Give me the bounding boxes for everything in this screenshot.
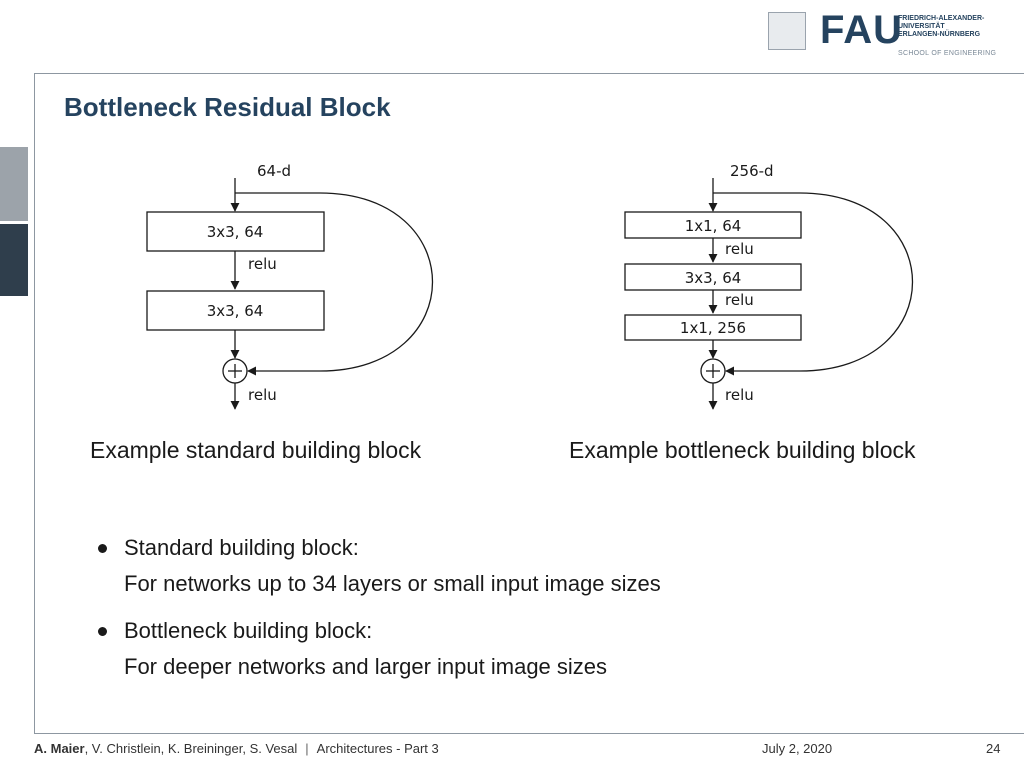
bullet-item: Bottleneck building block: For deeper ne… <box>96 613 661 685</box>
layer-label: 3x3, 64 <box>685 269 742 287</box>
input-dim-label: 256-d <box>730 162 774 180</box>
frame-left-rule <box>34 73 35 734</box>
layer-box <box>624 314 802 341</box>
lecture-name: Architectures - Part 3 <box>316 741 439 756</box>
bullet-dot <box>98 627 107 636</box>
bullet-dot <box>98 544 107 553</box>
bullet-detail: For networks up to 34 layers or small in… <box>124 571 661 596</box>
lead-author: A. Maier <box>34 741 85 756</box>
side-tab-light <box>0 147 28 221</box>
footer-date: July 2, 2020 <box>762 741 833 756</box>
university-line: ERLANGEN-NÜRNBERG <box>898 31 981 38</box>
relu-label: relu <box>248 386 277 404</box>
relu-label: relu <box>248 255 277 273</box>
footer-authors: A. Maier, V. Christlein, K. Breininger, … <box>34 741 439 756</box>
bottleneck-block-labels: 256-d 1x1, 64 relu 3x3, 64 relu 1x1, 256… <box>680 162 774 404</box>
bullet-list: Standard building block: For networks up… <box>96 530 661 696</box>
page-number: 24 <box>986 741 1001 756</box>
bottleneck-block-diagram <box>624 178 914 410</box>
layer-label: 3x3, 64 <box>207 302 264 320</box>
university-line: UNIVERSITÄT <box>898 23 945 30</box>
bottleneck-block-caption: Example bottleneck building block <box>569 437 916 463</box>
bullet-detail: For deeper networks and larger input ima… <box>124 654 608 679</box>
university-name: FRIEDRICH-ALEXANDER- UNIVERSITÄT ERLANGE… <box>898 15 1008 39</box>
frame-top-rule <box>34 73 1024 74</box>
layer-box <box>624 263 802 291</box>
input-dim-label: 64-d <box>257 162 291 180</box>
side-tab-dark <box>0 224 28 296</box>
school-name: SCHOOL OF ENGINEERING <box>898 50 997 57</box>
skip-connection <box>235 192 434 376</box>
frame-bottom-rule <box>34 733 1024 734</box>
university-line: FRIEDRICH-ALEXANDER- <box>898 15 985 22</box>
layer-box <box>146 211 325 252</box>
layer-box <box>624 211 802 239</box>
coauthors: , V. Christlein, K. Breininger, S. Vesal <box>84 741 298 756</box>
bullet-item: Standard building block: For networks up… <box>96 530 661 602</box>
fau-logo: FAU <box>820 8 903 52</box>
standard-block-caption: Example standard building block <box>90 437 422 463</box>
relu-label: relu <box>725 386 754 404</box>
skip-connection <box>713 192 914 376</box>
relu-label: relu <box>725 291 754 309</box>
layer-label: 1x1, 256 <box>680 319 746 337</box>
residual-block-diagrams: 64-d 3x3, 64 relu 3x3, 64 relu 256-d 1x1… <box>146 162 914 410</box>
footer-separator: | <box>305 741 309 756</box>
layer-label: 1x1, 64 <box>685 217 742 235</box>
slide-title: Bottleneck Residual Block <box>64 92 391 122</box>
standard-block-labels: 64-d 3x3, 64 relu 3x3, 64 relu <box>207 162 291 404</box>
standard-block-diagram <box>146 178 434 410</box>
bullet-heading: Standard building block: <box>124 535 359 560</box>
relu-label: relu <box>725 240 754 258</box>
university-seal-logo <box>768 12 806 50</box>
layer-label: 3x3, 64 <box>207 223 264 241</box>
bullet-heading: Bottleneck building block: <box>124 618 373 643</box>
